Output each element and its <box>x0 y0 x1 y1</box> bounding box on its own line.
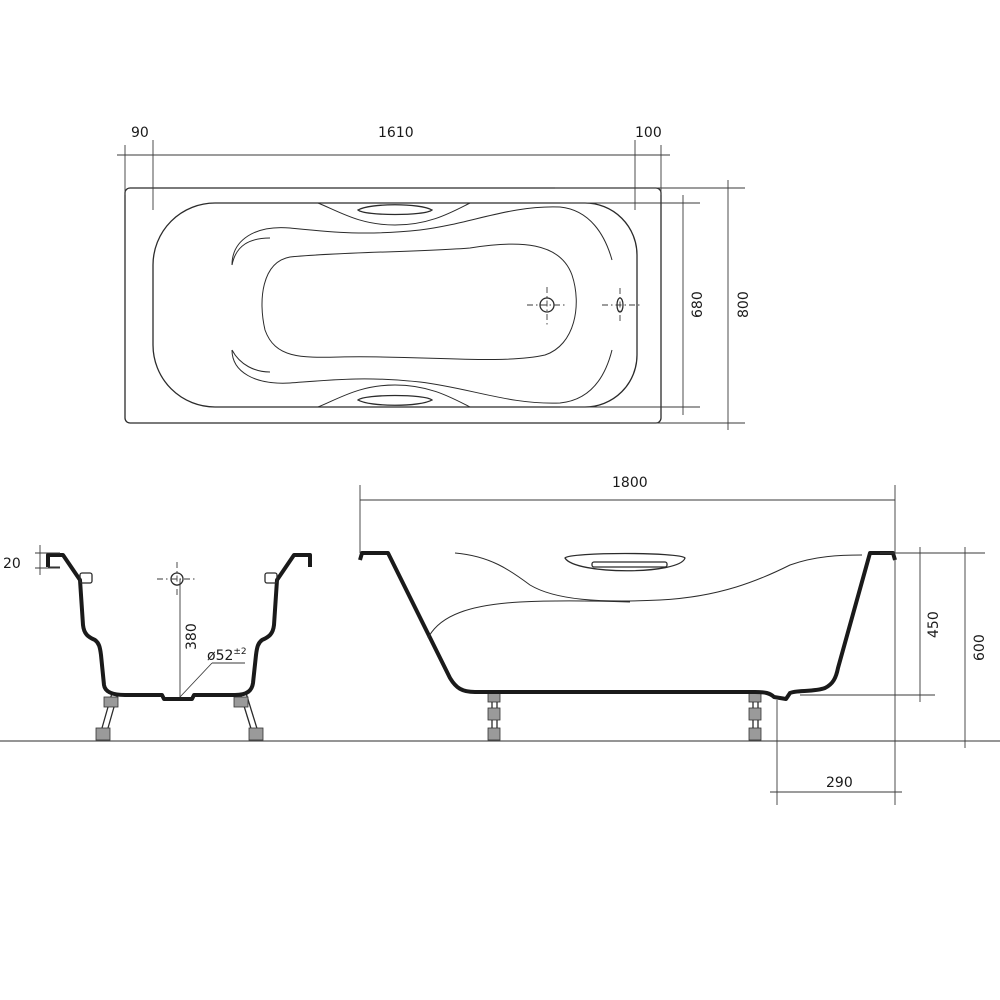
dim-top-left-margin: 90 <box>131 125 149 141</box>
side-interior-contour <box>454 552 863 602</box>
plan-view: 90 1610 100 680 800 <box>117 125 752 430</box>
plan-contour-upper-inner <box>231 237 271 266</box>
dim-total-length: 1800 <box>612 475 648 491</box>
plan-handle-top <box>317 202 471 226</box>
side-backrest-contour <box>427 600 631 639</box>
cross-section-leg-right <box>233 692 264 741</box>
dim-rim-thickness: 20 <box>3 556 21 572</box>
cross-section-handle-right <box>264 572 278 584</box>
dim-top-right-margin: 100 <box>635 125 662 141</box>
side-leg-left <box>487 691 501 741</box>
cross-section-view: 20 380 ø52±2 <box>3 545 312 741</box>
dim-drain-diameter: ø52±2 <box>207 647 247 664</box>
plan-handle-bottom <box>317 384 471 408</box>
dim-inner-width: 680 <box>690 291 706 318</box>
side-leg-right <box>748 691 762 741</box>
plan-outer-rim <box>124 187 662 424</box>
side-elevation-view: 1800 450 600 290 <box>358 475 988 805</box>
dim-total-height: 600 <box>972 634 988 661</box>
cross-section-leg-left <box>95 692 119 741</box>
dim-drain-height: 380 <box>184 623 200 650</box>
plan-handle-bottom-grip <box>356 394 434 406</box>
dim-top-inner-length: 1610 <box>378 125 414 141</box>
dim-leg-offset: 290 <box>826 775 853 791</box>
side-handle-recess <box>564 552 686 572</box>
cross-section-handle-left <box>79 572 93 584</box>
drain-diameter-value: ø52 <box>207 648 233 664</box>
plan-contour-upper <box>231 206 613 266</box>
dim-outer-width: 800 <box>736 291 752 318</box>
plan-floor-outline <box>261 243 577 361</box>
dim-inner-height: 450 <box>926 611 942 638</box>
plan-contour-lower-inner <box>231 349 271 373</box>
plan-inner-basin <box>152 202 638 408</box>
drain-tolerance: ±2 <box>233 647 246 657</box>
side-shell <box>358 551 897 701</box>
plan-handle-top-grip <box>356 204 434 216</box>
side-handle-grip <box>591 561 668 568</box>
plan-contour-lower <box>231 349 613 404</box>
cross-section-shell <box>46 553 312 701</box>
